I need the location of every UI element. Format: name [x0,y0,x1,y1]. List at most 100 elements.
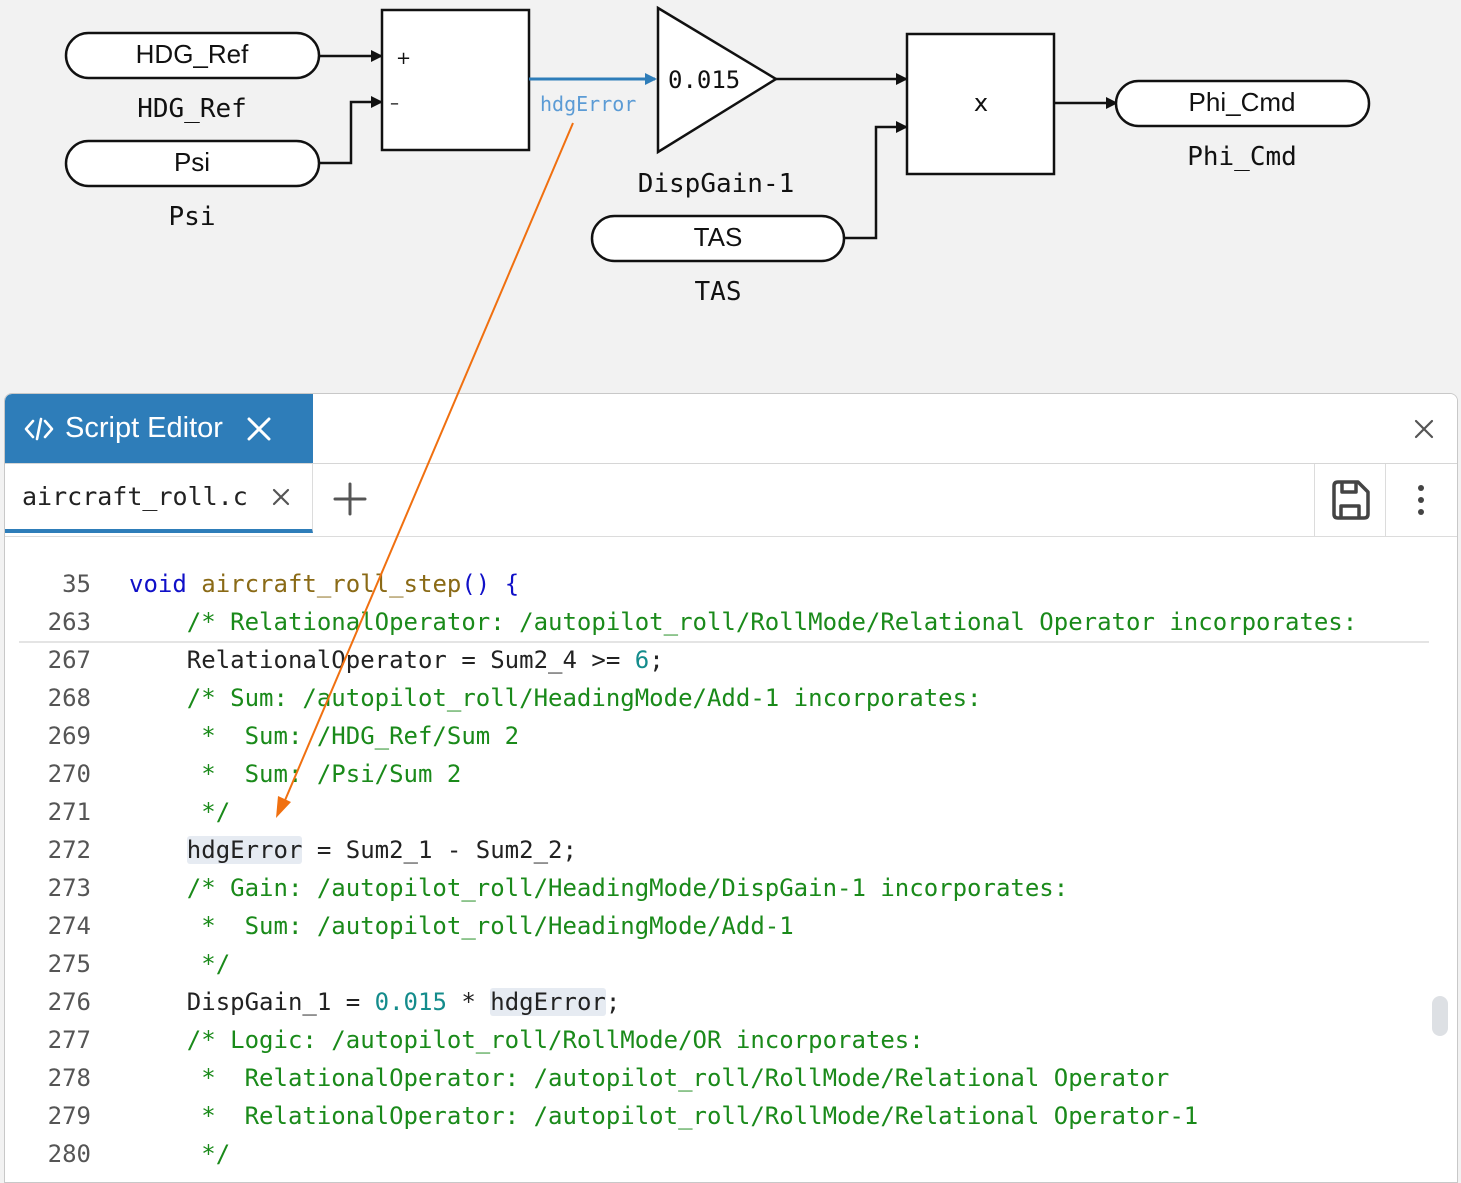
line-number: 270 [47,760,91,788]
psi-inport[interactable]: Psi [64,139,321,188]
code-token: ; [605,988,621,1016]
code-text: * Sum: /HDG_Ref/Sum 2 [129,717,519,755]
code-text: */ [129,1135,230,1173]
code-token: RelationalOperator = Sum2_4 >= [129,646,635,674]
file-tab-aircraft-roll[interactable]: aircraft_roll.c [5,464,313,533]
code-token: * Sum: /autopilot_roll/HeadingMode/Add-1 [129,912,794,940]
save-button[interactable] [1314,464,1386,536]
hdg-ref-inport[interactable]: HDG_Ref [64,31,321,80]
sticky-scroll-divider [19,641,1429,643]
line-number: 279 [47,1102,91,1130]
code-line[interactable]: 277 /* Logic: /autopilot_roll/RollMode/O… [5,1021,1435,1059]
script-editor-tab[interactable]: Script Editor [5,394,313,463]
code-token: ; [649,646,664,674]
code-icon [24,417,54,440]
line-number: 277 [47,1026,91,1054]
tas-caption: TAS [695,277,742,307]
code-token: * RelationalOperator: /autopilot_roll/Ro… [129,1102,1199,1130]
code-token [129,836,187,864]
code-text: */ [129,945,230,983]
tas-inport-label: TAS [694,222,743,252]
line-number: 269 [47,722,91,750]
code-line[interactable]: 278 * RelationalOperator: /autopilot_rol… [5,1059,1435,1097]
code-token: 0.015 [374,988,447,1016]
gain-block[interactable]: 0.015 [656,5,779,155]
code-text: DispGain_1 = 0.015 * hdgError; [129,983,620,1021]
code-token: /* Logic: /autopilot_roll/RollMode/OR in… [129,1026,924,1054]
code-line[interactable]: 271 */ [5,793,1435,831]
code-token: * Sum: /Psi/Sum 2 [129,760,462,788]
highlighted-identifier: hdgError [186,836,303,864]
code-line[interactable]: 273 /* Gain: /autopilot_roll/HeadingMode… [5,869,1435,907]
code-text: /* Logic: /autopilot_roll/RollMode/OR in… [129,1021,924,1059]
editor-title-bar: Script Editor [5,394,1457,464]
line-number: 274 [47,912,91,940]
code-token: void [129,570,202,598]
code-text: * RelationalOperator: /autopilot_roll/Ro… [129,1097,1198,1135]
product-label: x [974,89,988,117]
code-text: void aircraft_roll_step() { [129,565,519,603]
line-number: 268 [47,684,91,712]
line-number: 267 [47,646,91,674]
file-tab-name: aircraft_roll.c [22,482,248,511]
sum-minus-sign: – [390,93,399,114]
code-text: RelationalOperator = Sum2_4 >= 6; [129,641,664,679]
close-icon[interactable] [245,415,273,443]
psi-caption: Psi [169,202,216,232]
code-line[interactable]: 274 * Sum: /autopilot_roll/HeadingMode/A… [5,907,1435,945]
line-number: 276 [47,988,91,1016]
script-editor-panel: Script Editor aircraft_roll.c [4,393,1458,1183]
code-text: /* Sum: /autopilot_roll/HeadingMode/Add-… [129,679,982,717]
line-number: 271 [47,798,91,826]
code-line[interactable]: 269 * Sum: /HDG_Ref/Sum 2 [5,717,1435,755]
more-options-button[interactable] [1386,464,1456,536]
tas-to-product-line[interactable] [844,121,908,240]
product-block[interactable]: x [905,32,1056,176]
code-token: */ [129,950,231,978]
phi-cmd-outport[interactable]: Phi_Cmd [1114,79,1371,128]
line-number: 273 [47,874,91,902]
line-number: 278 [47,1064,91,1092]
line-number: 272 [47,836,91,864]
gain-value: 0.015 [668,66,740,94]
line-number: 275 [47,950,91,978]
code-line[interactable]: 276 DispGain_1 = 0.015 * hdgError; [5,983,1435,1021]
code-text: * Sum: /Psi/Sum 2 [129,755,461,793]
code-token: /* RelationalOperator: /autopilot_roll/R… [129,608,1358,636]
more-vertical-icon [1418,485,1424,515]
code-token: /* Sum: /autopilot_roll/HeadingMode/Add-… [129,684,982,712]
close-icon[interactable] [270,486,292,508]
code-line[interactable]: 267 RelationalOperator = Sum2_4 >= 6; [5,641,1435,679]
code-token: /* Gain: /autopilot_roll/HeadingMode/Dis… [129,874,1069,902]
code-token: 6 [634,646,650,674]
line-number: 280 [47,1140,91,1168]
sum-block[interactable]: + – [380,8,531,152]
psi-inport-label: Psi [174,147,210,177]
code-token: */ [129,1140,231,1168]
save-icon [1332,480,1370,520]
code-token: * RelationalOperator: /autopilot_roll/Ro… [129,1064,1170,1092]
plus-icon[interactable] [331,480,369,518]
psi-to-sum-line[interactable] [319,96,383,165]
phi-cmd-outport-label: Phi_Cmd [1189,87,1296,117]
code-token: */ [129,798,231,826]
code-line[interactable]: 268 /* Sum: /autopilot_roll/HeadingMode/… [5,679,1435,717]
hdg-ref-inport-label: HDG_Ref [136,39,249,69]
code-line[interactable]: 275 */ [5,945,1435,983]
tas-inport[interactable]: TAS [590,214,846,263]
code-text: /* RelationalOperator: /autopilot_roll/R… [129,603,1357,641]
sum-plus-sign: + [396,48,411,69]
code-line[interactable]: 279 * RelationalOperator: /autopilot_rol… [5,1097,1435,1135]
hdgerror-signal-label: hdgError [540,92,636,116]
code-text: /* Gain: /autopilot_roll/HeadingMode/Dis… [129,869,1068,907]
code-line[interactable]: 272 hdgError = Sum2_1 - Sum2_2; [5,831,1435,869]
close-icon[interactable] [1413,418,1435,440]
code-text: * RelationalOperator: /autopilot_roll/Ro… [129,1059,1169,1097]
scrollbar-thumb[interactable] [1432,996,1448,1036]
script-editor-title: Script Editor [65,412,223,444]
code-line[interactable]: 280 */ [5,1135,1435,1173]
code-line[interactable]: 263 /* RelationalOperator: /autopilot_ro… [5,603,1435,641]
code-line[interactable]: 270 * Sum: /Psi/Sum 2 [5,755,1435,793]
